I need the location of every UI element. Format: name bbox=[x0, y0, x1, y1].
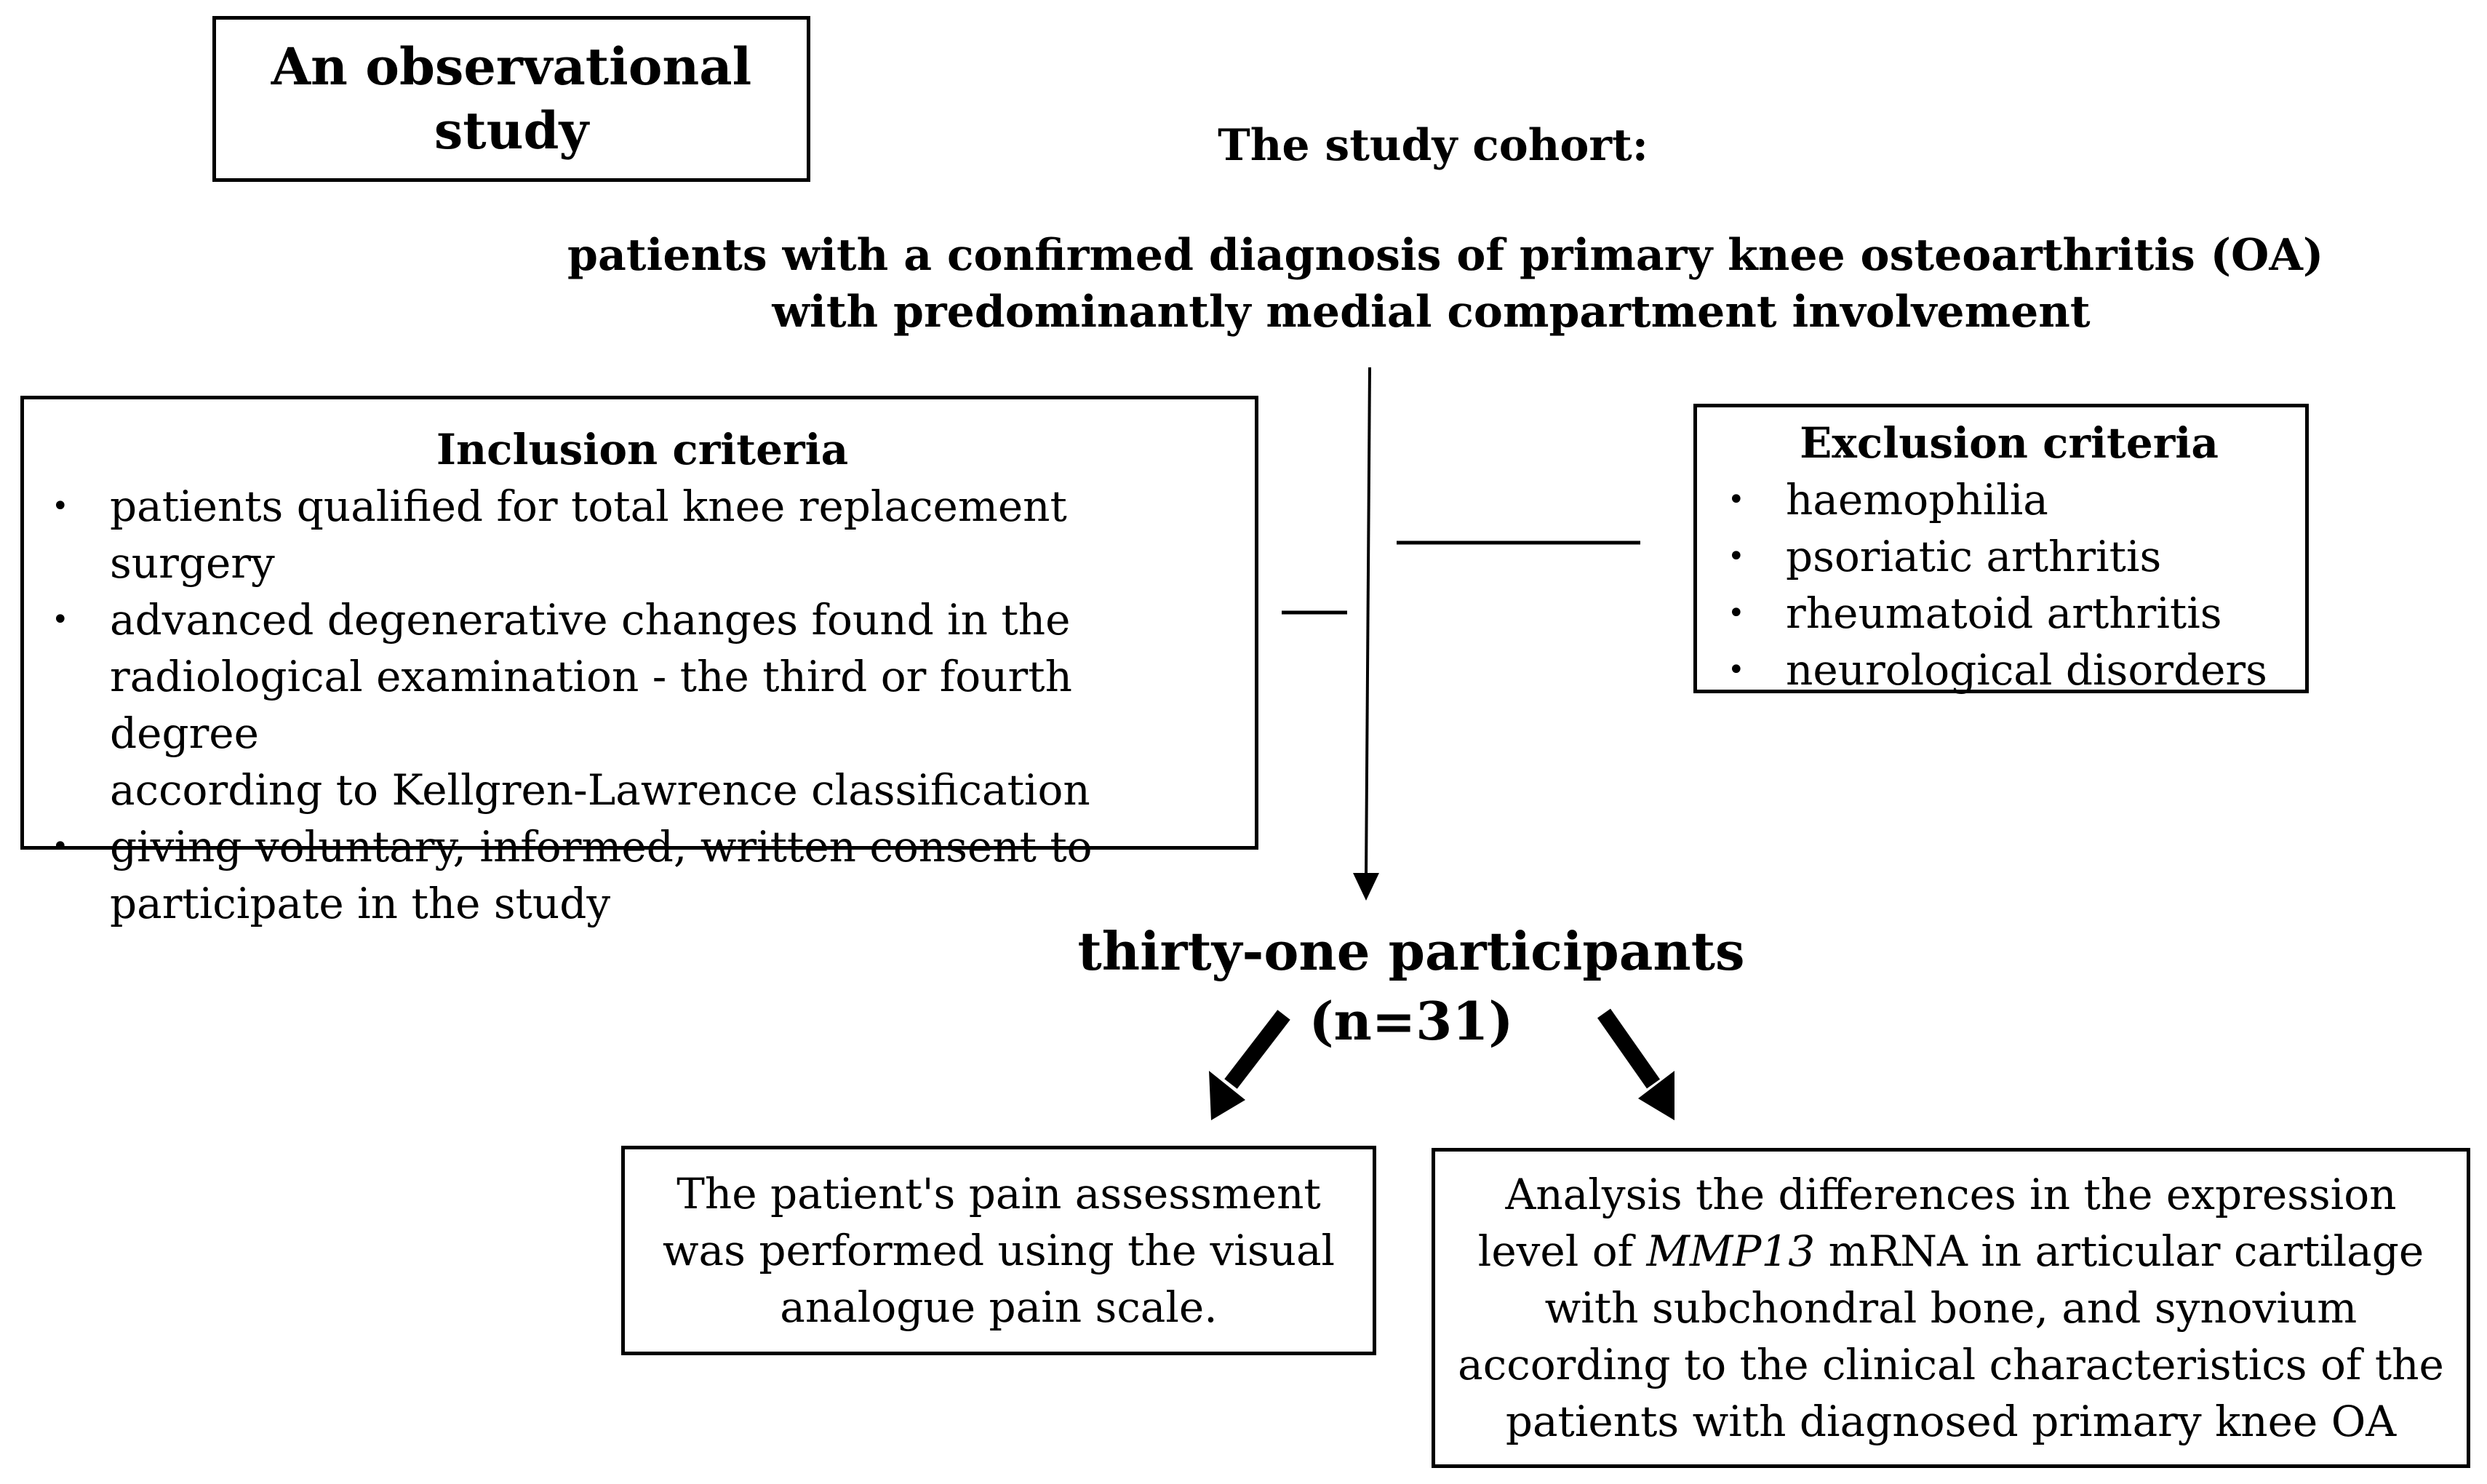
exclusion-heading: Exclusion criteria bbox=[1800, 418, 2219, 468]
exclusion-item-label: neurological disorders bbox=[1786, 645, 2267, 695]
cohort-title: The study cohort: bbox=[1218, 120, 1648, 171]
analysis-line: Analysis the differences in the expressi… bbox=[1505, 1170, 2397, 1219]
inclusion-item-line: radiological examination - the third or … bbox=[110, 652, 1072, 758]
inclusion-item-line: participate in the study bbox=[110, 879, 611, 928]
exclusion-item-label: psoriatic arthritis bbox=[1786, 532, 2162, 581]
analysis-line2-pre: level of bbox=[1477, 1226, 1647, 1276]
inclusion-item: • advanced degenerative changes found in… bbox=[52, 591, 1233, 818]
study-type-line1: An observational bbox=[271, 36, 752, 97]
inclusion-item-line: advanced degenerative changes found in t… bbox=[110, 595, 1071, 645]
exclusion-item: • rheumatoid arthritis bbox=[1728, 585, 2291, 642]
inclusion-criteria-box: Inclusion criteria • patients qualified … bbox=[20, 396, 1258, 928]
main-flow-arrowhead bbox=[1353, 873, 1379, 901]
exclusion-list: • haemophilia • psoriatic arthritis • rh… bbox=[1728, 471, 2291, 698]
pain-line: The patient's pain assessment bbox=[676, 1169, 1321, 1218]
cohort-description-line1: patients with a confirmed diagnosis of p… bbox=[567, 230, 2324, 281]
gene-name: MMP13 bbox=[1646, 1226, 1816, 1276]
participants-count: (n=31) bbox=[1309, 990, 1514, 1052]
analysis-arrow-head bbox=[1638, 1071, 1674, 1120]
study-type-line2: study bbox=[434, 100, 589, 161]
inclusion-item: • giving voluntary, informed, written co… bbox=[52, 818, 1233, 932]
analysis-line2-post: mRNA in articular cartilage bbox=[1815, 1226, 2424, 1276]
analysis-line: patients with diagnosed primary knee OA bbox=[1505, 1397, 2397, 1446]
pain-arrow-head bbox=[1209, 1071, 1245, 1120]
exclusion-item-label: haemophilia bbox=[1786, 475, 2048, 524]
inclusion-item-line: patients qualified for total knee replac… bbox=[110, 482, 1067, 588]
participants-label: thirty-one participants bbox=[1077, 920, 1745, 982]
exclusion-item-label: rheumatoid arthritis bbox=[1786, 589, 2222, 638]
bullet-icon: • bbox=[1728, 597, 1745, 630]
pain-line: analogue pain scale. bbox=[780, 1282, 1218, 1332]
bullet-icon: • bbox=[1728, 653, 1745, 687]
pain-line: was performed using the visual bbox=[662, 1226, 1336, 1275]
cohort-description-line2: with predominantly medial compartment in… bbox=[772, 287, 2091, 338]
inclusion-item-line: according to Kellgren-Lawrence classific… bbox=[110, 765, 1090, 815]
exclusion-item: • psoriatic arthritis bbox=[1728, 528, 2291, 585]
study-type-box: An observational study bbox=[212, 16, 810, 182]
analysis-line: level of MMP13 mRNA in articular cartila… bbox=[1458, 1223, 2444, 1280]
analysis-line: according to the clinical characteristic… bbox=[1458, 1340, 2444, 1389]
bullet-icon: • bbox=[1728, 540, 1745, 573]
expression-analysis-box: Analysis the differences in the expressi… bbox=[1432, 1148, 2470, 1468]
inclusion-item-line: giving voluntary, informed, written cons… bbox=[110, 822, 1093, 871]
exclusion-criteria-box: Exclusion criteria • haemophilia • psori… bbox=[1693, 404, 2309, 695]
exclusion-item: • neurological disorders bbox=[1728, 642, 2291, 698]
cohort-description: patients with a confirmed diagnosis of p… bbox=[567, 227, 2324, 340]
inclusion-list: • patients qualified for total knee repl… bbox=[52, 478, 1233, 932]
pain-assessment-box: The patient's pain assessment was perfor… bbox=[621, 1146, 1376, 1355]
bullet-icon: • bbox=[52, 830, 69, 863]
main-flow-line bbox=[1365, 367, 1371, 877]
analysis-line: with subchondral bone, and synovium bbox=[1544, 1283, 2358, 1333]
bullet-icon: • bbox=[52, 603, 69, 637]
exclusion-item: • haemophilia bbox=[1728, 471, 2291, 528]
bullet-icon: • bbox=[1728, 483, 1745, 516]
participants-node: thirty-one participants (n=31) bbox=[1033, 917, 1789, 1056]
inclusion-item: • patients qualified for total knee repl… bbox=[52, 478, 1233, 591]
inclusion-heading: Inclusion criteria bbox=[436, 425, 849, 474]
bullet-icon: • bbox=[52, 490, 69, 523]
